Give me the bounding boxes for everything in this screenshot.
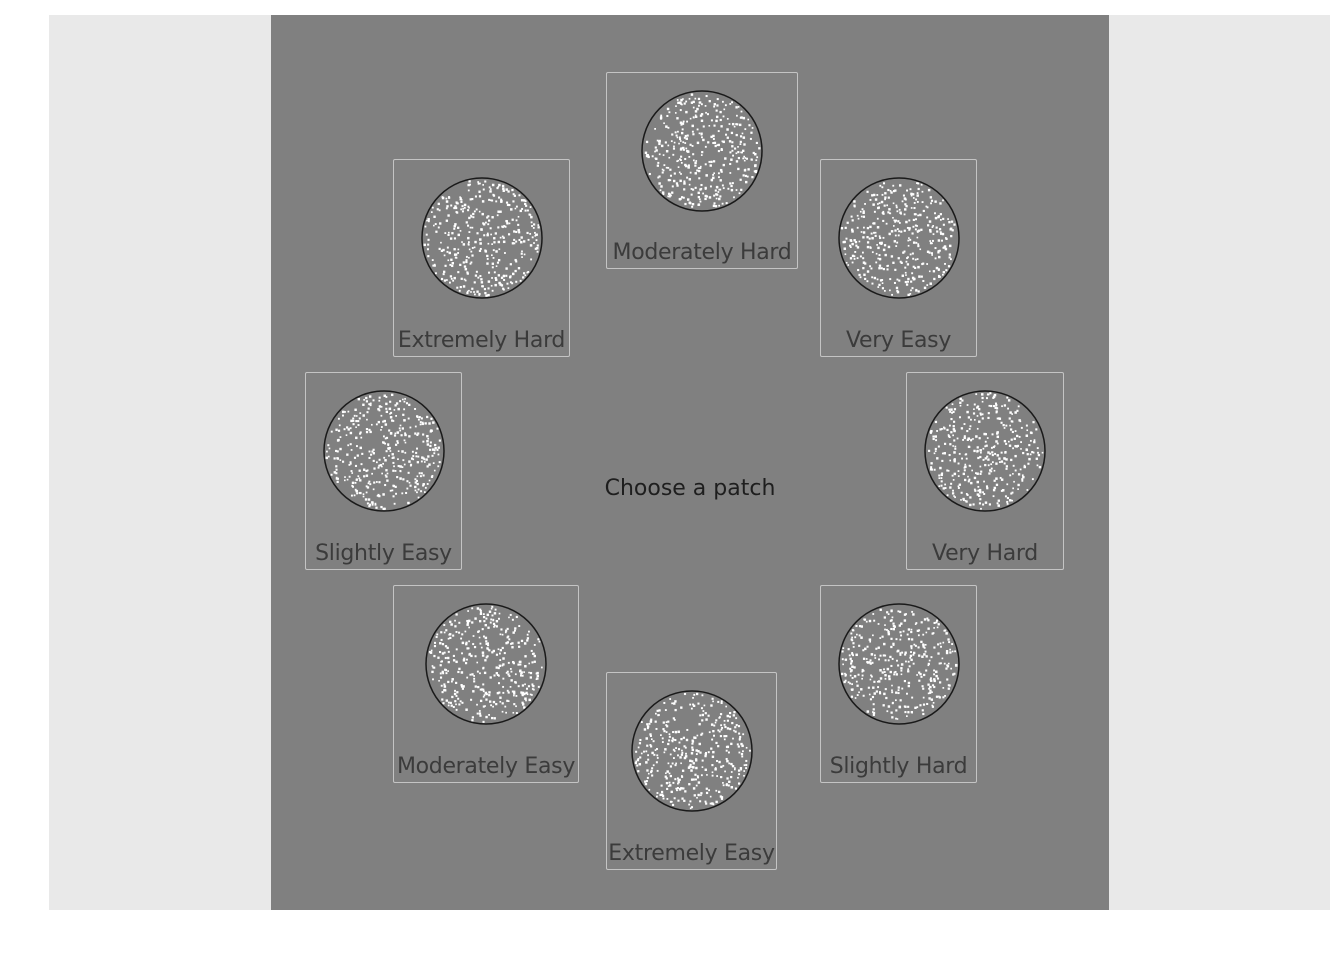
patch-slightly-hard[interactable]: Slightly Hard <box>820 585 977 783</box>
dot-patch-icon <box>420 177 543 299</box>
dot-patch-icon <box>630 690 753 812</box>
dot-patch-icon <box>837 603 960 725</box>
patch-label: Moderately Hard <box>612 240 792 265</box>
patch-label: Very Easy <box>845 328 952 353</box>
patch-extremely-hard[interactable]: Extremely Hard <box>393 159 570 357</box>
patch-very-hard[interactable]: Very Hard <box>906 372 1064 570</box>
dot-patch-icon <box>322 390 445 512</box>
patch-label: Slightly Easy <box>315 541 452 566</box>
patch-slightly-easy[interactable]: Slightly Easy <box>305 372 462 570</box>
dot-patch-icon <box>924 390 1046 512</box>
patch-label: Extremely Hard <box>397 328 566 353</box>
task-stage: Moderately Hard Extremely Hard Very Easy… <box>271 15 1109 910</box>
dot-patch-icon <box>425 603 547 725</box>
patch-label: Slightly Hard <box>829 754 968 779</box>
patch-label: Moderately Easy <box>396 754 576 779</box>
dot-patch-icon <box>641 90 763 212</box>
patch-label: Extremely Easy <box>608 841 775 866</box>
dot-patch-icon <box>837 177 960 299</box>
patch-extremely-easy[interactable]: Extremely Easy <box>606 672 777 870</box>
patch-label: Very Hard <box>932 541 1038 566</box>
patch-moderately-easy[interactable]: Moderately Easy <box>393 585 579 783</box>
patch-very-easy[interactable]: Very Easy <box>820 159 977 357</box>
patch-moderately-hard[interactable]: Moderately Hard <box>606 72 798 269</box>
choose-patch-prompt: Choose a patch <box>604 476 776 501</box>
